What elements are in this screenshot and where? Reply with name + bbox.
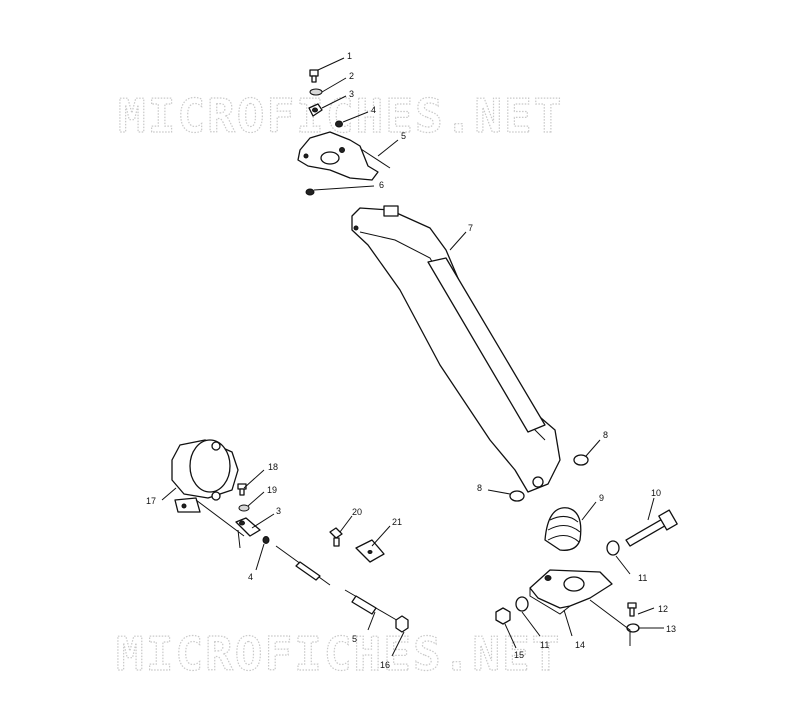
callout-11-lower: 11 <box>540 640 549 650</box>
callout-4-lower: 4 <box>248 572 253 582</box>
clip-part-21 <box>355 539 385 563</box>
washer-part-8-right <box>573 454 589 466</box>
leader-lines <box>161 57 664 657</box>
bolt-part-10 <box>625 509 678 547</box>
callout-15: 15 <box>514 650 524 660</box>
callout-16: 16 <box>380 660 390 670</box>
callout-20: 20 <box>352 507 362 517</box>
washer-part-2 <box>309 88 323 96</box>
nut-part-16 <box>395 615 409 633</box>
callout-5: 5 <box>401 131 406 141</box>
callout-3: 3 <box>349 89 354 99</box>
bolt-part-20 <box>329 527 343 547</box>
callout-10: 10 <box>651 488 661 498</box>
washer-part-11-upper <box>606 540 620 556</box>
watermark-top: MICROFICHES.NET <box>118 89 563 143</box>
callout-21: 21 <box>392 517 402 527</box>
watermark-bottom: MICROFICHES.NET <box>116 627 561 681</box>
cable-part-5-lower <box>275 545 401 623</box>
washer-part-19 <box>238 504 250 512</box>
callout-8-right: 8 <box>603 430 608 440</box>
callout-12: 12 <box>658 604 668 614</box>
callout-11-upper: 11 <box>638 573 647 583</box>
callout-6: 6 <box>379 180 384 190</box>
spring-part-9 <box>544 507 582 551</box>
bolt-part-18 <box>237 483 247 496</box>
mounting-bracket <box>297 131 379 181</box>
callout-2: 2 <box>349 71 354 81</box>
nut-part-15 <box>495 607 511 625</box>
callout-numbers: 1 2 3 4 5 6 7 8 8 9 10 11 11 12 13 14 15… <box>146 51 676 670</box>
washer-part-11-lower <box>515 596 529 612</box>
callout-7: 7 <box>468 223 473 233</box>
lever-arm-part-7 <box>351 205 561 493</box>
rod-end-part-3 <box>308 103 323 117</box>
nut-part-6 <box>305 188 315 196</box>
callout-5-lower: 5 <box>352 634 357 644</box>
pivot-bracket-part-14 <box>529 569 613 615</box>
callout-14: 14 <box>575 640 585 650</box>
callout-19: 19 <box>267 485 277 495</box>
callout-13: 13 <box>666 624 676 634</box>
washer-part-13 <box>626 623 640 633</box>
callout-3-lower: 3 <box>276 506 281 516</box>
callout-18: 18 <box>268 462 278 472</box>
bolt-part-12 <box>627 602 637 617</box>
callout-9: 9 <box>599 493 604 503</box>
callout-8-left: 8 <box>477 483 482 493</box>
bolt-part-1 <box>309 69 319 83</box>
nut-part-4-lower <box>262 536 270 544</box>
clamp-part-17 <box>171 439 239 513</box>
washer-part-8-left <box>509 490 525 502</box>
callout-4: 4 <box>371 105 376 115</box>
nut-part-4 <box>335 120 343 128</box>
callout-17: 17 <box>146 496 156 506</box>
rod-end-part-3-lower <box>235 517 261 537</box>
callout-1: 1 <box>347 51 352 61</box>
